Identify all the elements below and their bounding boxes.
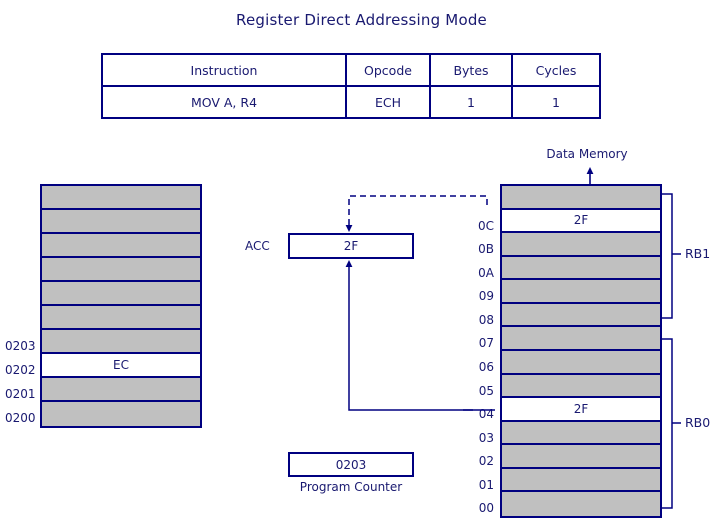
memory-cell (42, 306, 200, 330)
memory-address-label: 0B (478, 242, 494, 257)
memory-cell: 2F (502, 209, 660, 234)
memory-cell (502, 327, 660, 351)
memory-cell (42, 258, 200, 282)
memory-address-label: 07 (478, 336, 494, 351)
memory-address-label: 02 (478, 454, 494, 469)
memory-address-label: 0A (478, 265, 494, 280)
bank-bracket-rb0 (662, 338, 681, 509)
header-opcode: Opcode (345, 53, 431, 87)
memory-cell (42, 378, 200, 402)
accumulator-box: 2F (288, 233, 414, 259)
memory-cell-value: EC (113, 358, 129, 372)
memory-address-label: 06 (478, 360, 494, 374)
code-memory-block: EC (40, 184, 202, 428)
header-bytes: Bytes (429, 53, 513, 87)
memory-cell: 2F (502, 398, 660, 422)
memory-cell (42, 186, 200, 210)
memory-address-label: 04 (478, 407, 494, 422)
memory-cell (42, 234, 200, 258)
memory-cell (502, 374, 660, 399)
memory-cell (502, 350, 660, 375)
data-memory-caption: Data Memory (546, 147, 628, 161)
memory-cell (502, 303, 660, 328)
cell-bytes: 1 (429, 85, 513, 119)
memory-cell-value: 2F (573, 213, 589, 228)
memory-address-label: 0C (477, 218, 494, 233)
memory-address-label: 08 (478, 312, 494, 327)
table-row: MOV A, R4 ECH 1 1 (101, 85, 601, 119)
program-counter-box: 0203 (288, 452, 414, 477)
memory-address-label: 09 (478, 289, 494, 304)
memory-cell (42, 210, 200, 234)
cell-opcode: ECH (345, 85, 431, 119)
bank-bracket-rb1 (662, 193, 681, 319)
memory-cell (502, 256, 660, 281)
data-memory-block: 2F 2F (500, 184, 662, 518)
memory-address-label: 0203 (5, 339, 36, 353)
memory-cell (502, 186, 660, 210)
header-cycles: Cycles (511, 53, 601, 87)
bank-label-rb1: RB1 (685, 246, 711, 261)
memory-address-label: 00 (478, 501, 494, 516)
header-instruction: Instruction (101, 53, 347, 87)
memory-cell (502, 233, 660, 257)
cell-instruction: MOV A, R4 (101, 85, 347, 119)
dashed-connector-0c-to-acc (345, 195, 488, 232)
memory-cell (502, 492, 660, 516)
memory-cell (502, 421, 660, 446)
memory-cell (502, 445, 660, 469)
memory-cell: EC (42, 354, 200, 378)
memory-cell (42, 330, 200, 354)
memory-cell (502, 280, 660, 304)
table-header-row: Instruction Opcode Bytes Cycles (101, 53, 601, 87)
memory-address-label: 05 (478, 383, 494, 398)
bank-label-rb0: RB0 (685, 415, 711, 430)
instruction-table: Instruction Opcode Bytes Cycles MOV A, R… (101, 53, 601, 119)
memory-address-label: 03 (478, 430, 494, 445)
memory-cell (42, 402, 200, 426)
page-title: Register Direct Addressing Mode (236, 11, 487, 29)
memory-cell (502, 468, 660, 493)
memory-address-label: 0200 (5, 411, 36, 425)
memory-address-label: 0201 (5, 387, 36, 401)
memory-address-label: 01 (478, 477, 494, 492)
accumulator-label: ACC (245, 239, 270, 253)
program-counter-label: Program Counter (299, 480, 403, 494)
memory-cell-value: 2F (573, 401, 589, 416)
cell-cycles: 1 (511, 85, 601, 119)
memory-address-label: 0202 (5, 363, 36, 377)
memory-cell (42, 282, 200, 306)
